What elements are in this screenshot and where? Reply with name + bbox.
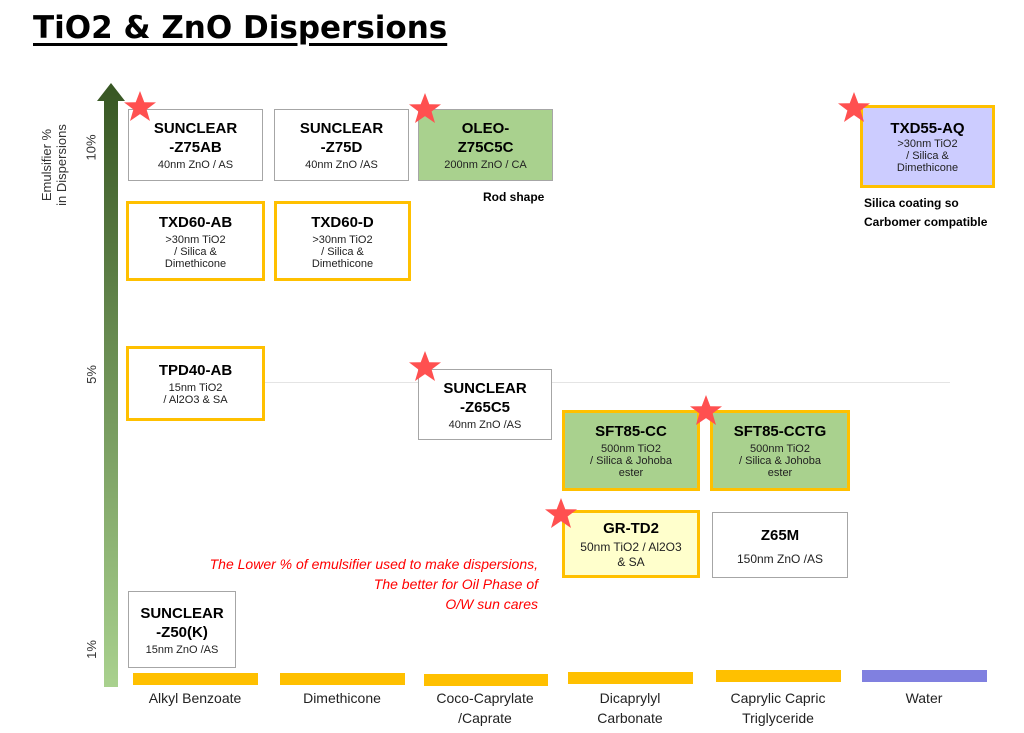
star-icon bbox=[409, 93, 441, 123]
page-title: TiO2 & ZnO Dispersions bbox=[33, 10, 448, 46]
y-axis-label-line2: in Dispersions bbox=[54, 124, 69, 206]
note-silica-line2: Carbomer compatible bbox=[864, 215, 988, 229]
card-name: TXD60-D bbox=[311, 213, 374, 231]
card-name: GR-TD2 bbox=[603, 519, 659, 537]
card-sunclear-z50k: SUNCLEAR -Z50(K) 15nm ZnO /AS bbox=[128, 591, 236, 668]
card-name: SUNCLEAR -Z50(K) bbox=[140, 604, 224, 641]
card-txd60-ab: TXD60-AB >30nm TiO2 / Silica & Dimethico… bbox=[126, 201, 265, 281]
card-sunclear-z65c5: SUNCLEAR -Z65C5 40nm ZnO /AS bbox=[418, 369, 552, 440]
card-sunclear-z75d: SUNCLEAR -Z75D 40nm ZnO /AS bbox=[274, 109, 409, 181]
category-label: Dicaprylyl Carbonate bbox=[597, 690, 663, 726]
base-bar-caprylic-capric bbox=[716, 670, 841, 682]
emulsifier-arrow bbox=[97, 83, 125, 687]
base-bar-water bbox=[862, 670, 987, 682]
y-axis-label-line1: Emulsifier % bbox=[39, 128, 54, 202]
card-name: SFT85-CC bbox=[595, 423, 667, 440]
card-oleo-z75c5c: OLEO- Z75C5C 200nm ZnO / CA bbox=[418, 109, 553, 181]
card-name: Z65M bbox=[760, 526, 800, 544]
category-label: Caprylic Capric Triglyceride bbox=[730, 690, 826, 726]
card-name: SUNCLEAR -Z75D bbox=[299, 120, 384, 156]
card-desc: 40nm ZnO / AS bbox=[157, 159, 234, 171]
card-gr-td2: GR-TD2 50nm TiO2 / Al2O3 & SA bbox=[562, 510, 700, 578]
star-icon bbox=[838, 92, 870, 122]
base-bar-coco-caprylate bbox=[424, 674, 548, 686]
card-desc: 15nm TiO2 / Al2O3 & SA bbox=[163, 382, 228, 406]
card-desc: 200nm ZnO / CA bbox=[444, 159, 527, 171]
card-name: SFT85-CCTG bbox=[733, 423, 827, 440]
card-txd60-d: TXD60-D >30nm TiO2 / Silica & Dimethicon… bbox=[274, 201, 411, 281]
base-bar-alkyl-benzoate bbox=[133, 673, 258, 685]
card-desc: >30nm TiO2 / Silica & Dimethicone bbox=[896, 138, 959, 174]
category-label: Water bbox=[905, 690, 943, 706]
card-name: TPD40-AB bbox=[158, 362, 233, 379]
card-name: SUNCLEAR -Z75AB bbox=[153, 120, 238, 156]
card-tpd40-ab: TPD40-AB 15nm TiO2 / Al2O3 & SA bbox=[126, 346, 265, 421]
star-icon bbox=[124, 91, 156, 121]
card-desc: 500nm TiO2 / Silica & Johoba ester bbox=[590, 443, 672, 479]
star-icon bbox=[545, 498, 577, 528]
card-sunclear-z75ab: SUNCLEAR -Z75AB 40nm ZnO / AS bbox=[128, 109, 263, 181]
card-sft85-cctg: SFT85-CCTG 500nm TiO2 / Silica & Johoba … bbox=[710, 410, 850, 491]
base-bar-dimethicone bbox=[280, 673, 405, 685]
note-emulsifier: The Lower % of emulsifier used to make d… bbox=[209, 556, 538, 612]
card-name: OLEO- Z75C5C bbox=[457, 120, 514, 156]
category-label: Dimethicone bbox=[303, 690, 381, 706]
card-name: TXD60-AB bbox=[158, 213, 233, 231]
star-icon bbox=[690, 395, 722, 425]
card-name: SUNCLEAR -Z65C5 bbox=[443, 379, 527, 416]
y-axis-label: Emulsifier % in Dispersions bbox=[34, 100, 74, 230]
card-desc: 50nm TiO2 / Al2O3 & SA bbox=[580, 539, 682, 569]
card-desc: 15nm ZnO /AS bbox=[145, 643, 219, 656]
base-bar-dicaprylyl-carbonate bbox=[568, 672, 693, 684]
card-desc: 40nm ZnO /AS bbox=[448, 418, 522, 431]
card-desc: 40nm ZnO /AS bbox=[305, 159, 378, 171]
card-txd55-aq: TXD55-AQ >30nm TiO2 / Silica & Dimethico… bbox=[860, 105, 995, 188]
card-name: TXD55-AQ bbox=[890, 120, 965, 137]
note-rod-shape: Rod shape bbox=[483, 190, 545, 204]
category-label: Coco-Caprylate /Caprate bbox=[436, 690, 534, 726]
card-desc: 150nm ZnO /AS bbox=[736, 551, 824, 566]
card-sft85-cc: SFT85-CC 500nm TiO2 / Silica & Johoba es… bbox=[562, 410, 700, 491]
card-desc: 500nm TiO2 / Silica & Johoba ester bbox=[739, 443, 821, 479]
card-z65m: Z65M 150nm ZnO /AS bbox=[712, 512, 848, 578]
note-silica-coating: Silica coating so Carbomer compatible bbox=[864, 194, 987, 232]
card-desc: >30nm TiO2 / Silica & Dimethicone bbox=[311, 233, 374, 270]
card-desc: >30nm TiO2 / Silica & Dimethicone bbox=[164, 233, 227, 270]
star-icon bbox=[409, 351, 441, 381]
category-label: Alkyl Benzoate bbox=[148, 690, 242, 706]
note-silica-line1: Silica coating so bbox=[864, 196, 959, 210]
